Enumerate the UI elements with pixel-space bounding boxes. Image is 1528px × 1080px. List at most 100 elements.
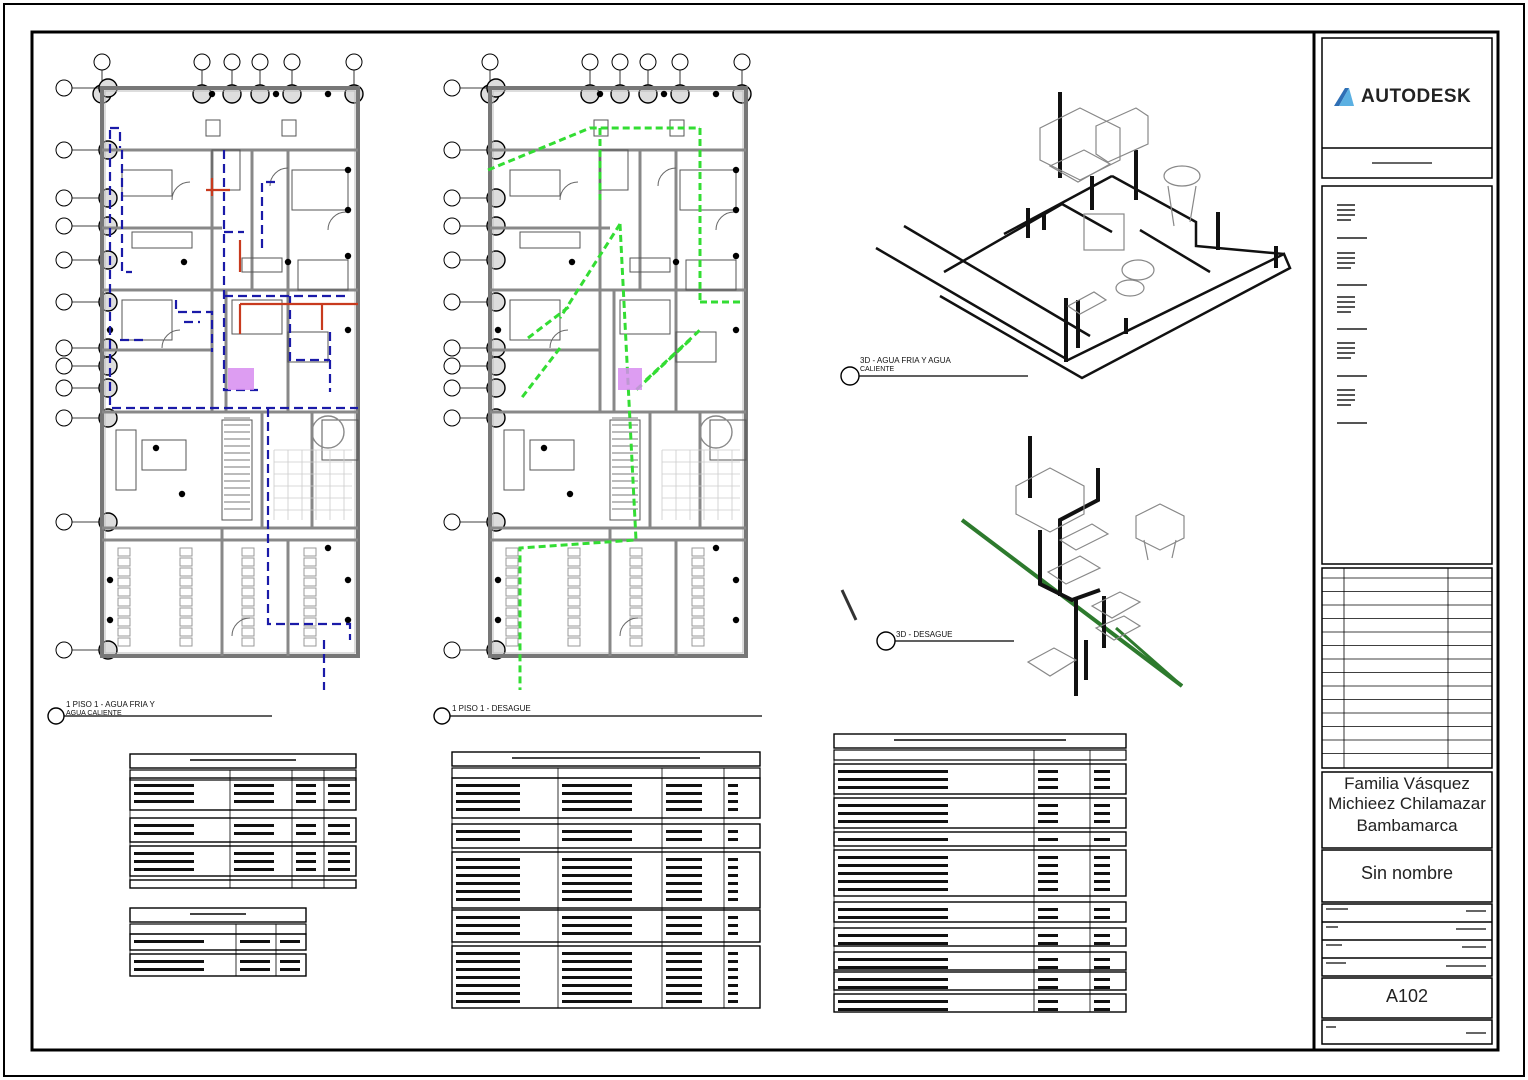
door-swing <box>171 181 191 201</box>
schedule-cell <box>838 986 948 989</box>
fixture-marker <box>494 576 502 584</box>
grid-bubble <box>443 189 461 207</box>
schedule-cell <box>562 858 632 861</box>
schedule-cell <box>666 898 702 901</box>
grid-bubble <box>55 189 73 207</box>
furniture <box>609 419 641 521</box>
schedule-cell <box>1038 916 1058 919</box>
schedule-cell <box>240 940 270 943</box>
parking-stripe <box>691 627 705 637</box>
furniture <box>141 439 187 471</box>
schedule-cell <box>134 824 194 827</box>
schedule-header <box>129 753 357 769</box>
parking-stripe <box>691 617 705 627</box>
project-name-line1: Familia Vásquez <box>1344 774 1470 793</box>
parking-stripe <box>117 617 131 627</box>
schedule-cell <box>1094 1008 1110 1011</box>
schedule-cell <box>456 976 520 979</box>
schedule-cell <box>728 808 738 811</box>
schedule-cell <box>1038 804 1058 807</box>
schedule-cell <box>728 952 738 955</box>
floor-plan-drainage <box>443 53 752 660</box>
schedule-cell <box>562 890 632 893</box>
schedule-cell <box>562 916 632 919</box>
schedules <box>129 733 1127 1013</box>
schedule-cell <box>562 924 632 927</box>
parking-stripe <box>505 607 519 617</box>
schedule-header <box>833 733 1127 749</box>
parking-stripe <box>303 577 317 587</box>
schedule-block <box>129 953 307 977</box>
schedule-cell <box>234 868 274 871</box>
schedule-cell <box>1038 986 1058 989</box>
schedule-cell <box>456 792 520 795</box>
parking-stripe <box>691 567 705 577</box>
exterior-walls <box>100 86 360 658</box>
schedule-cell <box>838 856 948 859</box>
schedule-cell <box>666 830 702 833</box>
schedule-cell <box>666 924 702 927</box>
schedule-cell <box>562 992 632 995</box>
parking-stripe <box>505 567 519 577</box>
schedule-cell <box>456 800 520 803</box>
exterior-walls <box>488 86 748 658</box>
schedule-cell <box>234 824 274 827</box>
schedule-cell <box>296 800 316 803</box>
furniture <box>509 299 561 341</box>
grid-bubble <box>443 641 461 659</box>
schedule-cell <box>666 916 702 919</box>
fixture-marker <box>178 490 186 498</box>
schedule-cell <box>1038 888 1058 891</box>
grid-bubble <box>443 339 461 357</box>
parking-stripe <box>241 597 255 607</box>
schedule-cell <box>1094 888 1110 891</box>
schedule-cell <box>134 940 204 943</box>
schedule-cell <box>1094 934 1110 937</box>
parking-stripe <box>303 627 317 637</box>
schedule-cell <box>234 860 274 863</box>
parking-stripe <box>303 587 317 597</box>
grid-bubble <box>55 641 73 659</box>
schedule-cell <box>240 960 270 963</box>
schedule-cell <box>234 852 274 855</box>
parking-stripe <box>117 557 131 567</box>
schedule-cell <box>562 952 632 955</box>
grid-bubble <box>481 53 499 71</box>
water-heater-fixture <box>228 368 254 390</box>
parking-stripe <box>505 617 519 627</box>
furniture <box>619 299 671 335</box>
fixture-marker <box>208 90 216 98</box>
parking-stripe <box>117 567 131 577</box>
schedule-cell <box>666 992 702 995</box>
schedule-cell <box>456 890 520 893</box>
schedule-cell <box>234 784 274 787</box>
schedule-cell <box>562 874 632 877</box>
schedule-cell <box>1094 958 1110 961</box>
schedule-cell <box>728 984 738 987</box>
parking-stripe <box>241 627 255 637</box>
schedule-water-1 <box>129 753 357 889</box>
parking-stripe <box>241 587 255 597</box>
sheet-number: A102 <box>1385 986 1429 1006</box>
sheet-name: Sin nombre <box>1360 863 1454 883</box>
schedule-cell <box>456 830 520 833</box>
view2-title: 1 PISO 1 - DESAGUE <box>452 704 531 713</box>
schedule-cell <box>1038 966 1058 969</box>
parking-stripe <box>505 637 519 647</box>
schedule-cell <box>1038 820 1058 823</box>
grid-bubble <box>443 217 461 235</box>
view1-title: 1 PISO 1 - AGUA FRIA Y <box>66 700 155 709</box>
furniture <box>205 119 221 137</box>
parking-stripe <box>691 607 705 617</box>
furniture <box>629 257 671 273</box>
furniture <box>679 169 737 211</box>
schedule-cell <box>562 808 632 811</box>
iso-drain-view <box>840 436 1185 696</box>
fixture-marker <box>344 616 352 624</box>
schedule-cell <box>1094 786 1110 789</box>
schedule-cell <box>838 872 948 875</box>
iso-water-view <box>875 92 1292 380</box>
parking-stripe <box>629 557 643 567</box>
parking-stripe <box>179 587 193 597</box>
schedule-block <box>129 879 357 889</box>
